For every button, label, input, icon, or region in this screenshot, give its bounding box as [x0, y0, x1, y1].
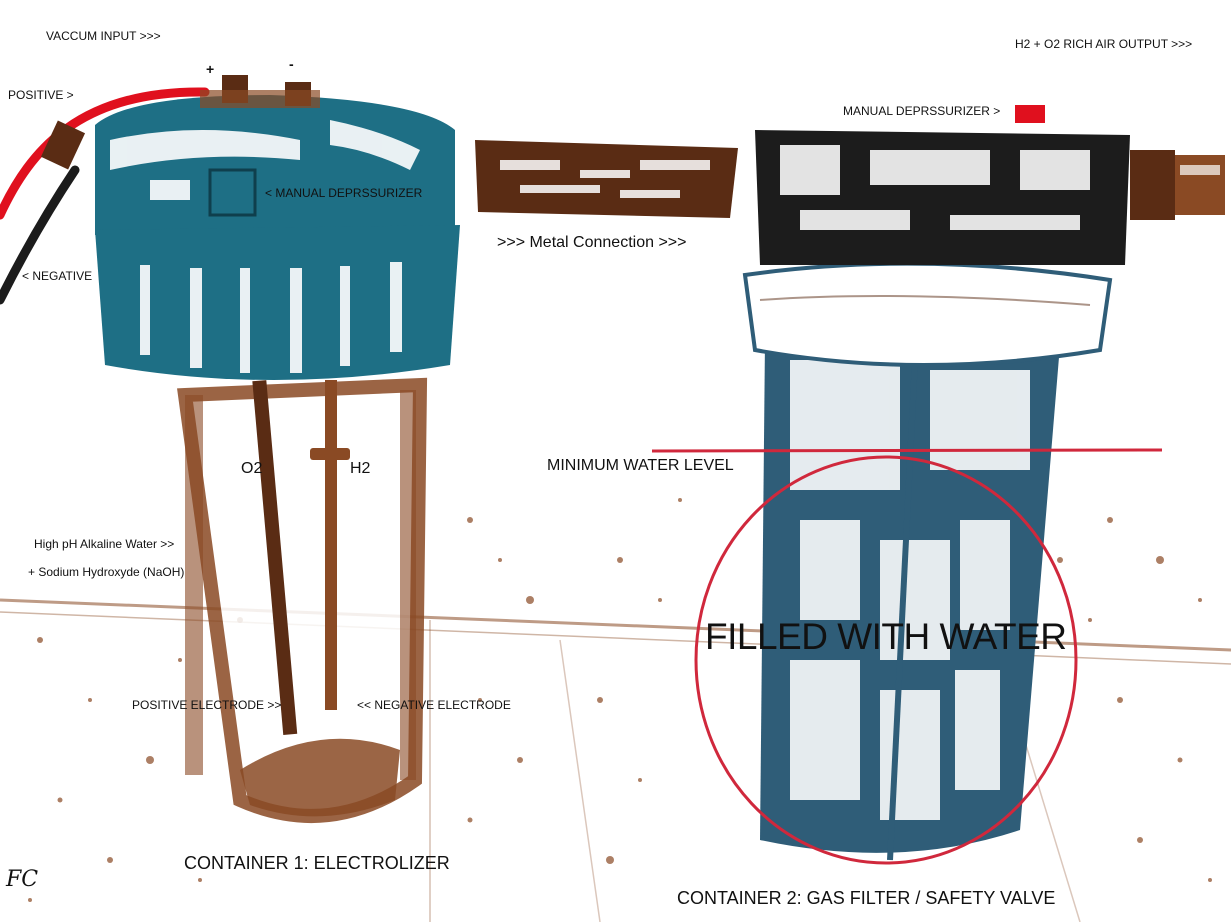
- signature: FC: [6, 873, 38, 887]
- label-container-2: CONTAINER 2: GAS FILTER / SAFETY VALVE: [677, 888, 1055, 908]
- label-gas-output: H2 + O2 RICH AIR OUTPUT >>>: [1015, 37, 1192, 51]
- label-negative-electrode: << NEGATIVE ELECTRODE: [357, 698, 511, 712]
- label-plus-terminal: +: [206, 62, 214, 76]
- metal-connection-pipe: [475, 140, 738, 218]
- label-o2: O2: [241, 460, 262, 478]
- label-min-water-level: MINIMUM WATER LEVEL: [547, 457, 734, 475]
- container-2: [745, 105, 1225, 860]
- label-manual-depressurizer-left: < MANUAL DEPRSSURIZER: [265, 186, 422, 200]
- label-positive-electrode: POSITIVE ELECTRODE >>: [132, 698, 281, 712]
- label-sodium-hydroxide: + Sodium Hydroxyde (NaOH): [28, 565, 184, 579]
- label-filled-with-water: FILLED WITH WATER: [705, 617, 1067, 657]
- label-h2: H2: [350, 460, 370, 478]
- label-vacuum-input: VACCUM INPUT >>>: [46, 29, 161, 43]
- min-water-level-line: [652, 450, 1162, 451]
- label-minus-terminal: -: [289, 57, 294, 71]
- label-container-1: CONTAINER 1: ELECTROLIZER: [184, 853, 450, 873]
- label-positive-wire: POSITIVE >: [8, 88, 74, 102]
- label-alkaline-water: High pH Alkaline Water >>: [34, 537, 174, 551]
- label-negative-wire: < NEGATIVE: [22, 269, 92, 283]
- label-metal-connection: >>> Metal Connection >>>: [497, 234, 686, 252]
- label-manual-depressurizer-right: MANUAL DEPRSSURIZER >: [843, 104, 1000, 118]
